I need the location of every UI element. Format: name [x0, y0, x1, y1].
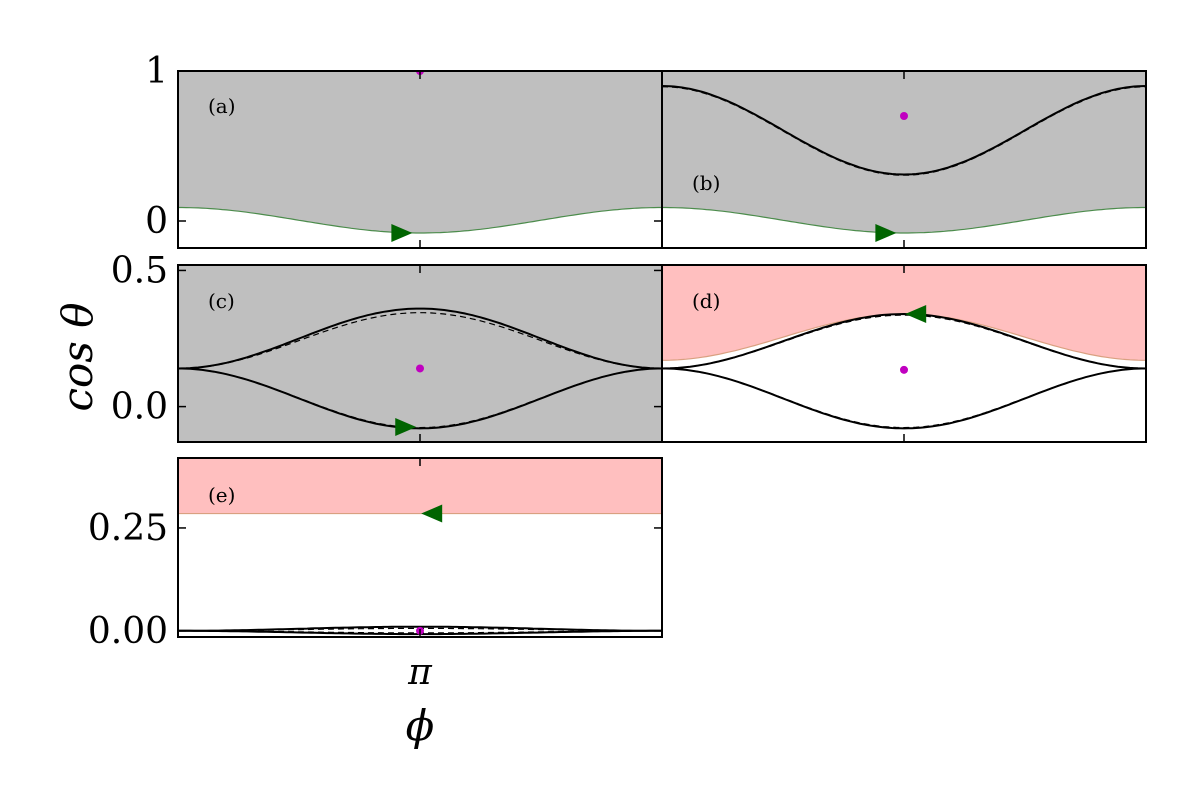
panel-b: (b) — [661, 70, 1147, 249]
panel-label: (c) — [208, 289, 235, 313]
y-tick-label: 0.5 — [111, 250, 168, 291]
x-tick-label-pi: π — [407, 652, 433, 693]
panel-plot-area — [662, 265, 1146, 430]
fixed-point — [900, 112, 908, 120]
panel-label: (a) — [208, 94, 236, 118]
y-tick-label: 0 — [145, 201, 168, 242]
region-fill — [662, 71, 1146, 233]
panel-label: (d) — [692, 289, 720, 313]
separatrix-upper — [178, 307, 662, 370]
panel-plot-area — [178, 458, 662, 636]
region-boundary — [662, 206, 1146, 234]
panel-plot-area — [178, 71, 662, 242]
fixed-point — [900, 365, 908, 374]
region-fill — [178, 458, 662, 514]
panels-layer: 0 1 (a) (b) 0.0 0.5 (c) (d) 0.00 0.25 (e) — [88, 51, 1147, 652]
flow-arrow-marker — [391, 224, 413, 242]
flow-arrow-marker — [875, 224, 897, 242]
separatrix-lower-dashed — [662, 367, 1146, 429]
fixed-point — [416, 364, 424, 373]
region-fill — [662, 265, 1146, 361]
panel-a: 0 1 (a) — [145, 51, 663, 249]
y-tick-label: 0.0 — [111, 387, 168, 428]
x-axis-label: ϕ — [406, 701, 435, 750]
panel-plot-area — [662, 71, 1146, 242]
y-axis-label: cos θ — [53, 303, 102, 412]
panel-plot-area — [178, 265, 662, 442]
flow-arrow-marker — [905, 305, 927, 324]
y-tick-label: 0.25 — [88, 508, 168, 549]
panel-label: (b) — [692, 171, 720, 195]
panel-e: 0.00 0.25 (e) — [88, 457, 663, 652]
panel-d: (d) — [661, 264, 1147, 443]
y-tick-label: 1 — [145, 51, 168, 92]
separatrix-upper-dashed — [662, 314, 1146, 370]
panel-label: (e) — [208, 483, 235, 507]
separatrix-solid — [662, 85, 1146, 176]
separatrix-lower-dashed — [178, 367, 662, 429]
region-fill — [178, 265, 662, 442]
separatrix-upper-dashed — [178, 312, 662, 370]
separatrix-lower — [662, 367, 1146, 430]
separatrix-dashed — [662, 86, 1146, 176]
flow-arrow-marker — [395, 418, 417, 437]
region-fill — [178, 71, 662, 233]
panel-c: 0.0 0.5 (c) — [111, 250, 663, 443]
y-tick-label: 0.00 — [88, 611, 168, 652]
region-boundary — [178, 206, 662, 234]
flow-arrow-marker — [421, 504, 443, 523]
